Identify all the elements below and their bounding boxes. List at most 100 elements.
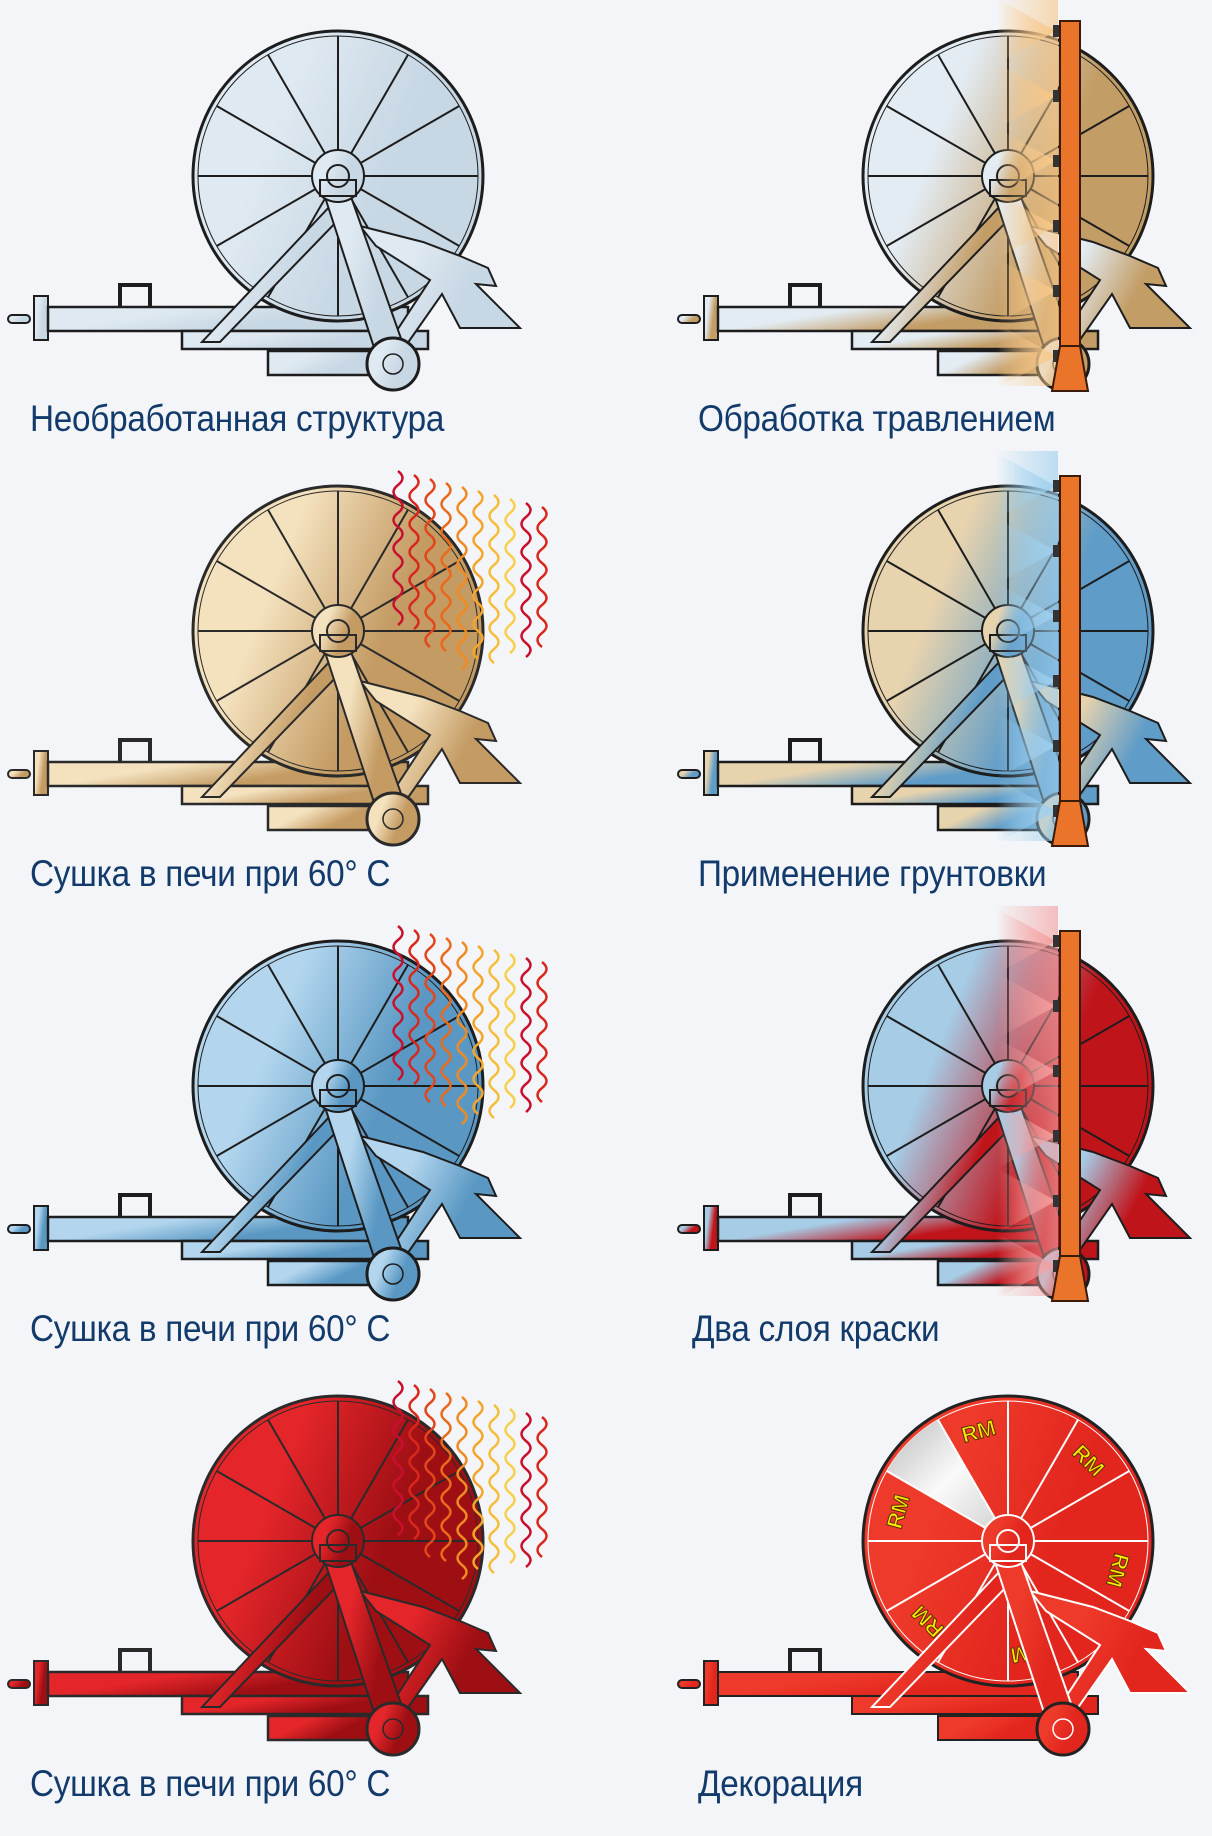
spoke bbox=[937, 54, 996, 154]
spray-bar-foot bbox=[1050, 800, 1090, 847]
spray-fan bbox=[998, 1169, 1056, 1233]
spray-fan bbox=[998, 1234, 1056, 1298]
hub-bracket bbox=[319, 634, 357, 652]
reel-illustration bbox=[7, 29, 523, 392]
lower-frame bbox=[180, 1239, 430, 1261]
heat-wave bbox=[408, 1384, 420, 1540]
heat-wave bbox=[504, 498, 516, 654]
tow-bracket bbox=[33, 295, 49, 341]
spoke bbox=[937, 509, 996, 609]
reel-illustration bbox=[7, 470, 548, 847]
reel-part bbox=[996, 1529, 1020, 1553]
hub bbox=[981, 1514, 1035, 1568]
spray-fan bbox=[998, 129, 1056, 193]
heat-wave bbox=[392, 470, 404, 626]
tow-bracket bbox=[703, 1660, 719, 1706]
spoke bbox=[360, 1553, 460, 1612]
heat-wave bbox=[440, 482, 452, 652]
arm-plate bbox=[357, 1589, 523, 1721]
spray-bar-foot bbox=[1050, 1255, 1090, 1302]
handle bbox=[788, 738, 822, 762]
heat-wave bbox=[520, 1412, 532, 1568]
spoke bbox=[216, 1470, 316, 1529]
step-caption: Необработанная структура bbox=[30, 398, 445, 439]
reel-illustration bbox=[7, 925, 548, 1302]
reel-part bbox=[382, 353, 404, 375]
lower-frame bbox=[180, 784, 430, 806]
tow-pin bbox=[677, 1679, 701, 1689]
tow-pin bbox=[677, 314, 701, 324]
spray-fan bbox=[998, 909, 1056, 973]
reel-part bbox=[326, 1074, 350, 1098]
spoke bbox=[886, 1553, 986, 1612]
heat-wave bbox=[472, 490, 484, 660]
spray-fan bbox=[998, 779, 1056, 843]
spray-bar bbox=[1059, 475, 1081, 847]
spray-fan bbox=[998, 64, 1056, 128]
heat-wave bbox=[536, 961, 548, 1103]
spoke bbox=[216, 188, 316, 247]
heat-wave bbox=[472, 1400, 484, 1570]
step-caption: Применение грунтовки bbox=[698, 853, 1047, 894]
handle bbox=[118, 738, 152, 762]
heat-wave bbox=[424, 478, 436, 648]
nozzle bbox=[1053, 935, 1063, 947]
arm-plate bbox=[357, 679, 523, 811]
spoke bbox=[216, 105, 316, 164]
spray-fan bbox=[998, 454, 1056, 518]
hub bbox=[311, 604, 365, 658]
nozzle bbox=[1053, 285, 1063, 297]
heat-wave bbox=[536, 506, 548, 648]
heat-wave bbox=[504, 953, 516, 1109]
reel-part bbox=[382, 808, 404, 830]
spray-fan bbox=[998, 519, 1056, 583]
spoke bbox=[886, 1470, 986, 1529]
arm-plate bbox=[357, 224, 523, 356]
tow-bracket bbox=[33, 1205, 49, 1251]
spoke bbox=[216, 1098, 316, 1157]
nozzle bbox=[1053, 90, 1063, 102]
reel-illustration bbox=[677, 0, 1193, 392]
hub-bracket bbox=[319, 1089, 357, 1107]
tow-pin bbox=[7, 1679, 31, 1689]
spoke bbox=[886, 1015, 986, 1074]
spoke bbox=[886, 188, 986, 247]
spoke bbox=[267, 1419, 326, 1519]
step-caption: Два слоя краски bbox=[692, 1308, 940, 1349]
spray-fan bbox=[998, 1039, 1056, 1103]
silver-segment bbox=[886, 1419, 1008, 1541]
spoke bbox=[350, 54, 409, 154]
nozzle bbox=[1053, 1130, 1063, 1142]
reel-part bbox=[1052, 1718, 1074, 1740]
spray-glow bbox=[996, 451, 1058, 841]
nozzle bbox=[1053, 1065, 1063, 1077]
wheel bbox=[365, 1701, 421, 1757]
lower-frame bbox=[180, 1694, 430, 1716]
step-caption: Сушка в печи при 60° C bbox=[30, 853, 391, 894]
tow-bracket bbox=[703, 750, 719, 796]
spoke bbox=[216, 1015, 316, 1074]
spoke bbox=[886, 560, 986, 619]
spoke bbox=[360, 560, 460, 619]
reel-part bbox=[382, 1718, 404, 1740]
spoke bbox=[937, 1419, 996, 1519]
reel-illustration bbox=[677, 451, 1193, 847]
spray-fan bbox=[998, 1104, 1056, 1168]
spoke bbox=[216, 643, 316, 702]
lower-frame bbox=[851, 1695, 1099, 1715]
spoke bbox=[360, 643, 460, 702]
spoke bbox=[216, 560, 316, 619]
tow-pin bbox=[677, 769, 701, 779]
heat-wave bbox=[424, 933, 436, 1103]
heat-wave bbox=[392, 1380, 404, 1536]
heat-wave bbox=[456, 486, 468, 670]
tow-bracket bbox=[33, 1660, 49, 1706]
spray-fan bbox=[998, 194, 1056, 258]
spoke bbox=[360, 1098, 460, 1157]
heat-wave bbox=[520, 957, 532, 1113]
handle bbox=[118, 1648, 152, 1672]
heat-wave bbox=[440, 937, 452, 1107]
spray-fan bbox=[998, 584, 1056, 648]
hub-bracket bbox=[319, 1544, 357, 1562]
reel-part bbox=[382, 1263, 404, 1285]
